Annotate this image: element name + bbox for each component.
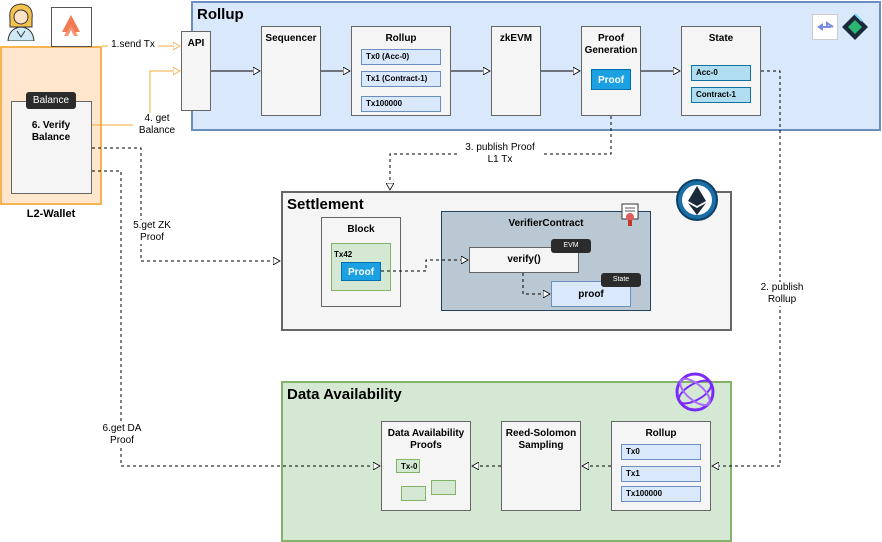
state-node-title: State	[708, 33, 734, 44]
verify-function-label: verify()	[507, 254, 541, 265]
da-rollup-item: Tx1	[621, 466, 701, 482]
da-region-title: Data Availability	[287, 386, 402, 403]
label-publish-rollup: 2. publish Rollup	[754, 282, 810, 306]
proof-generation-title: Proof Generation	[584, 33, 638, 56]
rollup-batch-item: Tx0 (Acc-0)	[361, 49, 441, 65]
ethereum-logo-icon	[675, 178, 719, 222]
zkevm-node-title: zkEVM	[499, 33, 533, 44]
verifier-contract-title: VerifierContract	[508, 218, 584, 229]
proof-generation-proof: Proof	[591, 69, 631, 90]
api-node: API	[181, 31, 211, 111]
edge-get-balance	[92, 71, 180, 126]
state-item: Contract-1	[691, 87, 751, 103]
block-node-title: Block	[347, 224, 375, 235]
edge-publish-rollup	[712, 70, 781, 466]
verify-balance-text: 6. Verify Balance	[31, 120, 71, 143]
rollup-batch-title: Rollup	[385, 33, 417, 44]
api-node-title: API	[187, 38, 205, 49]
user-avatar-icon	[4, 1, 38, 42]
polygon-logo-icon	[840, 12, 870, 42]
wallet-inner-box	[11, 101, 92, 194]
block-proof: Proof	[341, 262, 381, 281]
reed-solomon-title: Reed-Solomon Sampling	[505, 428, 577, 451]
bridge-arrows-icon	[812, 14, 838, 40]
edge-verify-proof	[522, 273, 550, 294]
wallet-logo-icon	[51, 7, 92, 47]
reed-solomon-node: Reed-Solomon Sampling	[501, 421, 581, 511]
block-tx-label: Tx42	[334, 250, 353, 259]
da-rollup-item: Tx0	[621, 444, 701, 460]
edge-proof-verify	[381, 260, 468, 272]
proof-state-label: proof	[578, 289, 604, 300]
label-get-balance: 4. get Balance	[133, 113, 181, 137]
rollup-batch-item: Tx1 (Contract-1)	[361, 71, 441, 87]
label-get-da: 6.get DA Proof	[96, 423, 148, 447]
celestia-logo-icon	[674, 371, 716, 413]
wallet-label: L2-Wallet	[26, 208, 76, 220]
edge-get-da	[92, 170, 380, 466]
da-proofs-item: Tx-0	[396, 459, 420, 473]
sequencer-node-title: Sequencer	[265, 33, 317, 44]
label-publish-proof: 3. publish Proof L1 Tx	[459, 142, 541, 166]
da-rollup-title: Rollup	[645, 428, 677, 439]
label-get-zk: 5.get ZK Proof	[126, 220, 178, 244]
state-item: Acc-0	[691, 65, 751, 81]
rollup-region-title: Rollup	[197, 6, 244, 23]
da-rollup-item: Tx100000	[621, 486, 701, 502]
settlement-region-title: Settlement	[287, 196, 364, 213]
certificate-icon	[621, 203, 639, 227]
da-proofs-title: Data Availability Proofs	[387, 428, 465, 451]
da-proof-shard	[431, 480, 456, 495]
rollup-batch-item: Tx100000	[361, 96, 441, 112]
state-tag: State	[601, 273, 641, 287]
edge-get-zk	[92, 147, 280, 261]
edge-publish-proof	[390, 116, 612, 190]
balance-badge: Balance	[26, 92, 76, 109]
label-send-tx: 1.send Tx	[108, 39, 158, 51]
da-proof-shard	[401, 486, 426, 501]
sequencer-node: Sequencer	[261, 26, 321, 116]
zkevm-node: zkEVM	[491, 26, 541, 116]
evm-tag: EVM	[551, 239, 591, 253]
